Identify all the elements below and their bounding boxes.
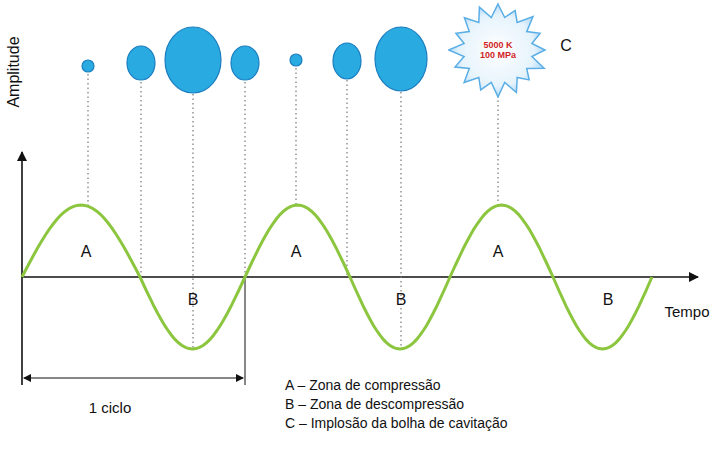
cycle-arrow [24,378,243,379]
zone-letter: A [291,243,302,261]
zone-letter: B [396,291,407,309]
x-axis [22,276,698,278]
cycle-label: 1 ciclo [89,400,132,417]
axis-title: Tempo [664,304,709,321]
sine-wave [22,205,652,349]
cycle-tick [245,277,246,385]
legend-note: B – Zona de descompressão [285,397,464,412]
zone-letter: C [560,37,572,55]
zone-letter: B [188,291,199,309]
zone-letter: B [603,291,614,309]
bubbles [82,27,427,93]
legend-note: C – Implosão da bolha de cavitação [285,416,508,431]
node-text: 5000 K100 MPa [448,40,548,61]
zone-letter: A [81,243,92,261]
zone-letter: A [493,243,504,261]
y-axis [21,152,23,385]
implosion-starburst: 5000 K100 MPa [448,2,548,98]
axis-title: Amplitude [5,36,23,107]
node-value: 100 MPa [448,50,548,60]
legend-note: A – Zona de compressão [285,378,441,393]
node-value: 5000 K [448,40,548,50]
